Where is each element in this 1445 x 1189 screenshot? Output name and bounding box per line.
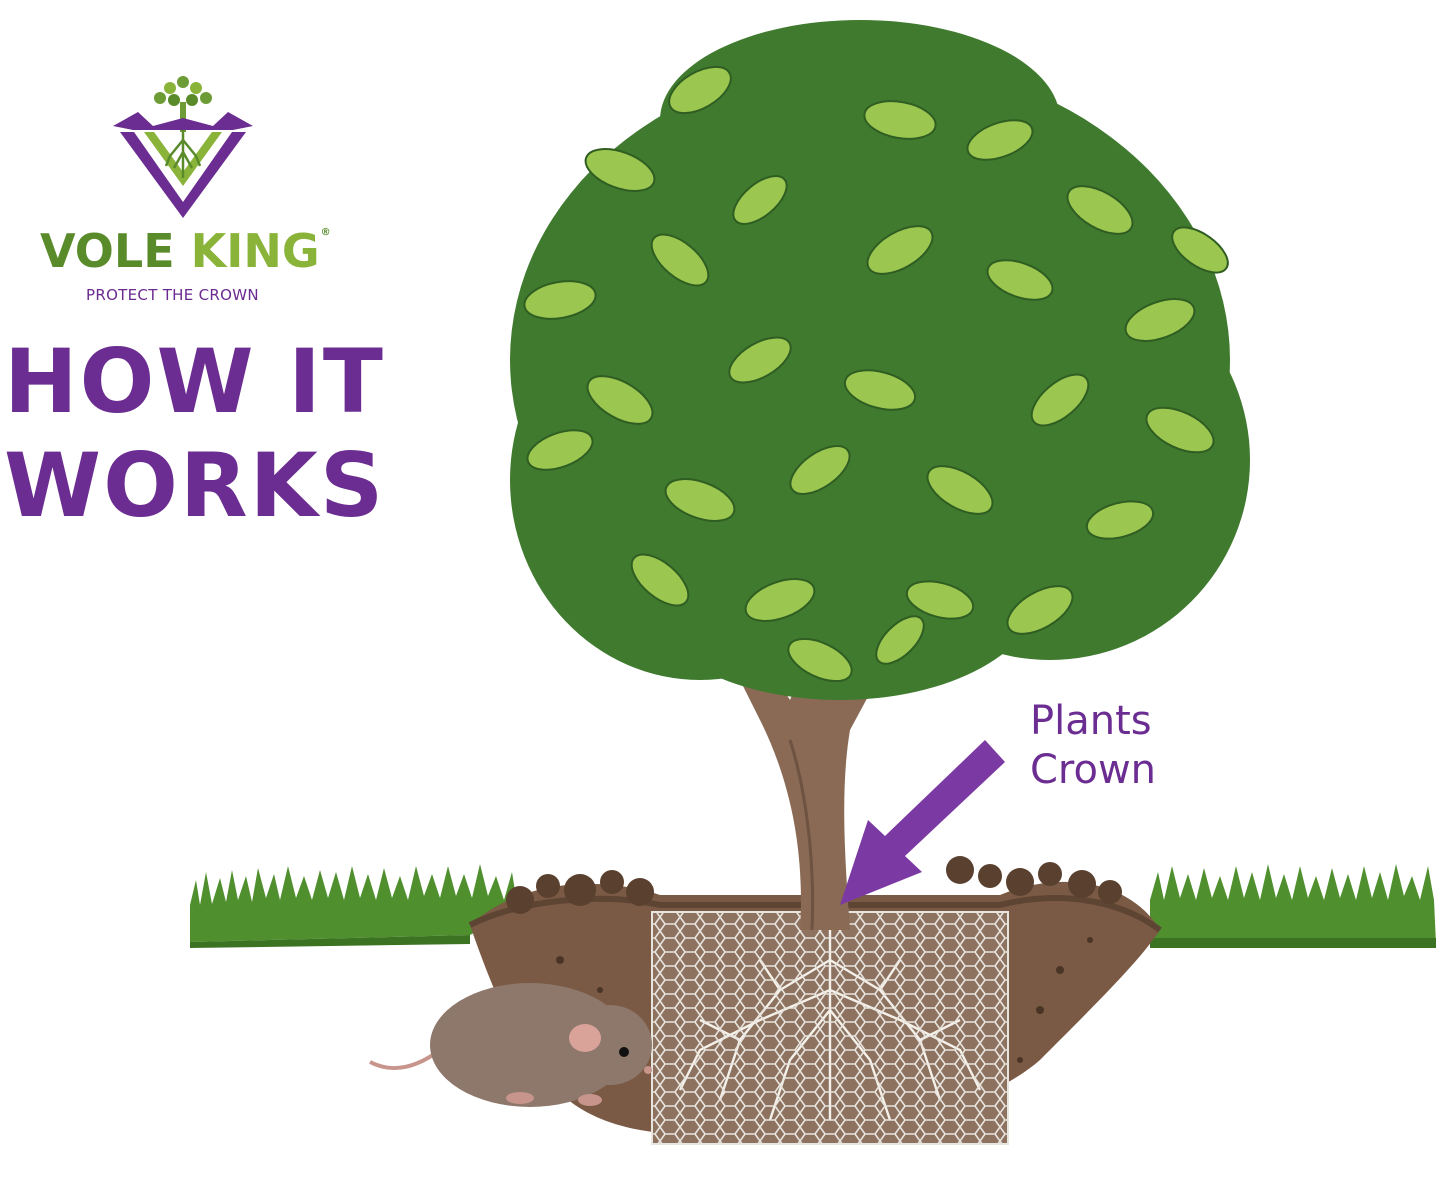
logo-crown-shape <box>113 112 253 218</box>
vole-king-logo-icon <box>113 76 253 218</box>
crown-callout-line-2: Crown <box>1030 747 1157 793</box>
registered-mark: ® <box>320 227 331 238</box>
brand-name-vole: VOLE <box>40 224 175 278</box>
grass-left <box>190 864 518 948</box>
headline-line-2: WORKS <box>4 434 386 537</box>
brand-name: VOLE KING® <box>40 227 331 275</box>
crown-callout-label: Plants Crown <box>1030 697 1156 795</box>
tree-foliage <box>510 20 1250 700</box>
brand-name-king: KING <box>190 224 320 278</box>
crown-callout-line-1: Plants <box>1030 698 1152 744</box>
logo-roots <box>164 130 202 178</box>
grass-right <box>1150 864 1436 948</box>
brand-tagline: PROTECT THE CROWN <box>86 286 259 304</box>
headline: HOW IT WORKS <box>4 330 385 538</box>
vole-icon <box>369 983 652 1107</box>
wire-mesh-basket <box>651 911 1009 1145</box>
logo-tree-crown <box>154 76 212 132</box>
crown-callout-arrow-icon <box>840 740 1005 905</box>
headline-line-1: HOW IT <box>4 330 385 433</box>
